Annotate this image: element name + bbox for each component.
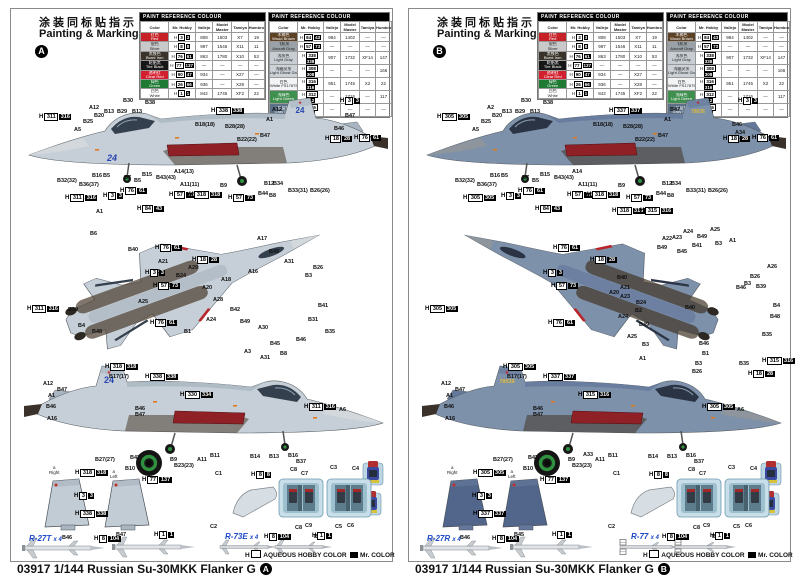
star-emblem: ★ — [107, 370, 112, 376]
paint-table-title: PAINT REFERENCE COLOUR — [269, 13, 389, 21]
aircraft-illustrations-b: 78036 ★ 78036 ★ — [419, 97, 787, 559]
color-legend: H AQUEOUS HOBBY COLOR Mr. COLOR — [245, 550, 395, 559]
footer-badge-b: B — [657, 563, 670, 575]
humbrol-code: — — [773, 41, 790, 52]
aqueous-box-icon — [648, 550, 659, 558]
humbrol-code: 22 — [247, 88, 266, 99]
paint-table-title: PAINT REFERENCE COLOUR — [667, 13, 787, 21]
humbrol-code: — — [375, 102, 392, 117]
humbrol-code: 22 — [645, 88, 664, 99]
mr-color-box-icon — [350, 552, 359, 558]
color-legend: H AQUEOUS HOBBY COLOR Mr. COLOR — [643, 550, 793, 559]
humbrol-code: — — [773, 102, 790, 117]
aqueous-box-icon — [250, 550, 261, 558]
star-emblem: ★ — [696, 100, 701, 105]
scheme-panel-a: 24 24 ★ 24 ★ 涂装同标贴指示 Painting & Marking … — [10, 8, 395, 562]
nose-number: 24 — [106, 153, 117, 163]
humbrol-code: — — [375, 41, 392, 52]
scheme-panel-b: 78036 ★ 78036 ★ 涂装同标贴指示 Painting & Marki… — [408, 8, 795, 562]
title-chinese: 涂装同标贴指示 — [39, 17, 137, 29]
title-english: Painting & Marking guide — [437, 28, 570, 40]
fin-number-top-view: 78036 — [691, 109, 705, 115]
paint-column: Humbrol — [375, 21, 392, 33]
star-emblem: ★ — [505, 370, 510, 376]
mr-color-box-icon — [748, 552, 757, 558]
paint-table-title: PAINT REFERENCE COLOUR — [140, 13, 265, 21]
scheme-badge-b: B — [433, 45, 446, 58]
aircraft-illustrations-a: 24 24 ★ 24 ★ — [21, 97, 389, 559]
humbrol-code: 166 — [375, 63, 392, 78]
title-chinese: 涂装同标贴指示 — [437, 17, 535, 29]
tamiya-code: — — [757, 102, 774, 117]
scheme-badge-a: A — [35, 45, 48, 58]
fin-number: 24 — [104, 375, 114, 385]
fin-number-top-view: 24 — [296, 106, 305, 115]
paint-table-title: PAINT REFERENCE COLOUR — [538, 13, 663, 21]
fin-number: 78036 — [499, 379, 514, 385]
humbrol-code: 117 — [773, 89, 790, 104]
title-english: Painting & Marking guide — [39, 28, 172, 40]
star-emblem: ★ — [298, 100, 303, 105]
footer-badge-a: A — [259, 563, 272, 575]
